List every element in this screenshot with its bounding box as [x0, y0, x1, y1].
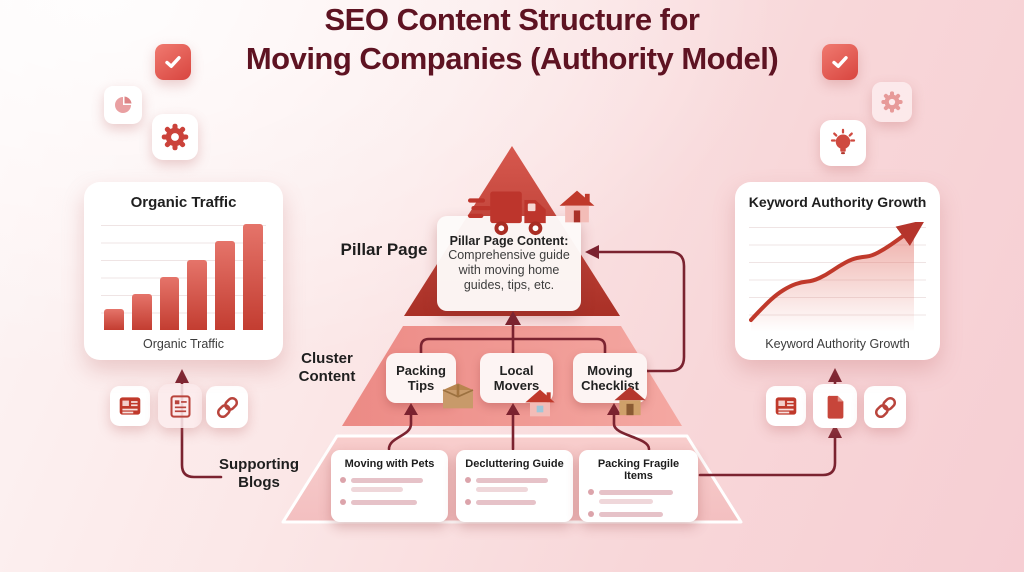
organic-traffic-panel: Organic Traffic Organic Traffic	[84, 182, 283, 360]
document-lines-icon	[158, 384, 202, 428]
news-icon	[766, 386, 806, 426]
line-area-fill	[751, 228, 914, 332]
blog-card-moving-with-pets: Moving with Pets	[331, 450, 448, 522]
keyword-growth-caption: Keyword Authority Growth	[765, 337, 910, 351]
cardboard-box-icon	[442, 383, 474, 409]
bullet-bar	[476, 487, 528, 492]
connector-pets-to-packing	[387, 411, 413, 451]
cluster-box-moving-checklist: Moving Checklist	[573, 353, 647, 403]
house-icon	[614, 386, 646, 416]
keyword-growth-line-chart	[749, 222, 926, 332]
bullet-row	[340, 499, 439, 505]
growth-line	[749, 222, 926, 322]
chart-gridlines	[101, 224, 266, 330]
arrow-up-movers	[506, 403, 520, 415]
bullet-row	[588, 511, 689, 517]
check-icon	[155, 44, 191, 80]
bar	[243, 224, 263, 330]
bar	[215, 240, 236, 330]
pillar-box-body: Comprehensive guide with moving home gui…	[448, 248, 570, 292]
connector-branch-right	[511, 337, 607, 358]
keyword-growth-panel: Keyword Authority Growth Keyword Authori…	[735, 182, 940, 360]
house-icon	[559, 190, 595, 223]
connector-fragile-to-checklist	[612, 411, 651, 451]
arrow-up-checklist	[607, 403, 621, 415]
connector-checklist-to-pillar	[597, 250, 686, 373]
organic-traffic-caption: Organic Traffic	[142, 337, 225, 351]
bar	[187, 260, 208, 330]
lightbulb-icon	[820, 120, 866, 166]
link-icon	[206, 386, 248, 428]
document-icon	[813, 384, 857, 428]
bar-series	[101, 224, 266, 330]
arrow-up-doc	[828, 424, 842, 438]
connector-blogs-to-keyword	[698, 435, 837, 477]
supporting-blogs-label: Supporting Blogs	[219, 456, 299, 491]
organic-traffic-title: Organic Traffic	[130, 194, 237, 211]
bar	[131, 293, 152, 330]
cluster-box-local-movers: Local Movers	[480, 353, 553, 403]
arrow-up-keyword	[828, 368, 842, 382]
house-icon	[525, 389, 555, 417]
pillar-page-label: Pillar Page	[340, 240, 428, 259]
moving-truck-icon	[468, 191, 546, 236]
bar	[159, 277, 180, 330]
pillar-box-title: Pillar Page Content:	[449, 234, 569, 248]
arrow-up-pillar	[505, 311, 521, 325]
organic-traffic-bar-chart	[101, 224, 266, 330]
blog-card-packing-fragile-items: Packing Fragile Items	[579, 450, 698, 522]
link-icon	[864, 386, 906, 428]
bullet-row	[588, 489, 689, 495]
arrow-up-packing	[404, 403, 418, 415]
pillar-page-box: Pillar Page Content: Comprehensive guide…	[437, 216, 581, 311]
arrow-left-pillar	[585, 245, 599, 259]
pie-chart-icon	[104, 86, 142, 124]
blog-card-decluttering-guide: Decluttering Guide	[456, 450, 573, 522]
bar	[104, 308, 124, 330]
title-line-1: SEO Content Structure for	[324, 2, 700, 37]
title-line-2: Moving Companies (Authority Model)	[245, 41, 779, 76]
cluster-content-label: Cluster Content	[298, 350, 356, 385]
bullet-row	[340, 477, 439, 483]
keyword-growth-title: Keyword Authority Growth	[748, 194, 927, 210]
arrow-up-organic	[175, 369, 189, 383]
bullet-row	[465, 499, 564, 505]
bullet-row	[465, 477, 564, 483]
gear-icon	[152, 114, 198, 160]
page-title: SEO Content Structure for Moving Compani…	[0, 0, 1024, 78]
bullet-bar	[351, 487, 403, 492]
news-icon	[110, 386, 150, 426]
connector-blogs-to-organic	[180, 381, 223, 479]
bullet-bar	[599, 499, 653, 504]
gear-icon	[872, 82, 912, 122]
connector-branch-left	[419, 337, 515, 358]
check-icon	[822, 44, 858, 80]
